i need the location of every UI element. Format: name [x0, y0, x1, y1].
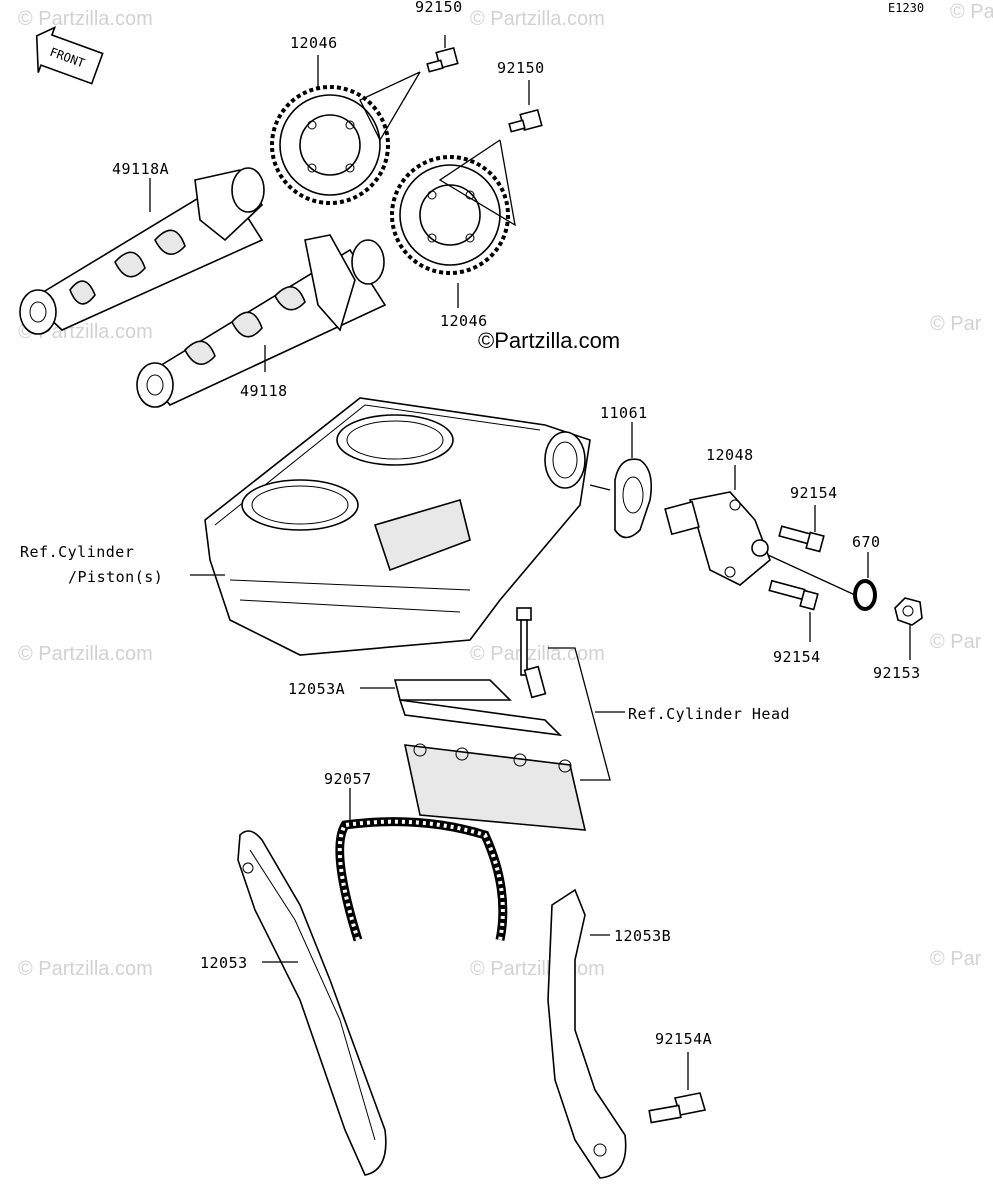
front-arrow-icon: FRONT: [35, 25, 104, 85]
camshaft-49118: [136, 234, 387, 408]
tensioner-12048: [664, 465, 771, 586]
label-670: 670: [852, 533, 881, 551]
watermark: © Partzilla.com: [470, 8, 605, 30]
label-12053a: 12053A: [288, 680, 345, 698]
cylinder-block: [204, 397, 591, 656]
label-92150: 92150: [497, 59, 545, 77]
label-ref-cylinder-head: Ref.Cylinder Head: [628, 705, 790, 723]
guide-12053b: [547, 888, 627, 1179]
watermark: © Partzilla.com: [18, 643, 153, 665]
bolt-92154-lower: [768, 579, 819, 642]
label-49118: 49118: [240, 382, 288, 400]
guide-12053: [237, 830, 387, 1176]
gasket-11061: [589, 422, 653, 539]
nut-92153: [894, 597, 923, 660]
leader-lines: [149, 35, 530, 372]
label-ref-cylinder: Ref.Cylinder: [20, 543, 134, 561]
brand-watermark: ©Partzilla.com: [478, 328, 620, 353]
chain-guide-block: [403, 743, 587, 831]
watermark: © Partzilla.com: [18, 8, 153, 30]
label-12046: 12046: [440, 312, 488, 330]
label-12053b: 12053B: [614, 927, 671, 945]
watermark: © Partzilla.com: [18, 958, 153, 980]
oring-670: [853, 552, 877, 611]
label-92154: 92154: [790, 484, 838, 502]
watermark: © Par: [950, 1, 993, 23]
label-49118a: 49118A: [112, 160, 169, 178]
bolt-92150-upper: [426, 46, 459, 73]
label-12053: 12053: [200, 954, 248, 972]
label-92150: 92150: [415, 0, 463, 16]
sprocket-12046-lower: [390, 155, 510, 275]
watermark: © Partzilla.com: [470, 958, 605, 980]
sprocket-12046-upper: [270, 85, 390, 205]
watermark: © Par: [930, 631, 982, 653]
label-92154a: 92154A: [655, 1030, 712, 1048]
label-12046: 12046: [290, 34, 338, 52]
watermark: © Par: [930, 313, 982, 335]
bolt-92150-lower: [508, 108, 543, 133]
watermark: © Partzilla.com: [470, 643, 605, 665]
cylinder-head-bolt: [516, 607, 547, 699]
watermark: © Par: [930, 948, 982, 970]
label-92153: 92153: [873, 664, 921, 682]
guide-12053a: [360, 679, 563, 737]
label-ref-piston: /Piston(s): [68, 568, 163, 586]
label-92057: 92057: [324, 770, 372, 788]
camshaft-49118a: [19, 167, 265, 335]
label-92154: 92154: [773, 648, 821, 666]
diagram-code: E1230: [888, 1, 924, 15]
bolt-92154a: [648, 1052, 707, 1124]
label-12048: 12048: [706, 446, 754, 464]
label-11061: 11061: [600, 404, 648, 422]
bolt-92154-upper: [778, 505, 825, 553]
timing-chain-92057: [335, 788, 508, 942]
